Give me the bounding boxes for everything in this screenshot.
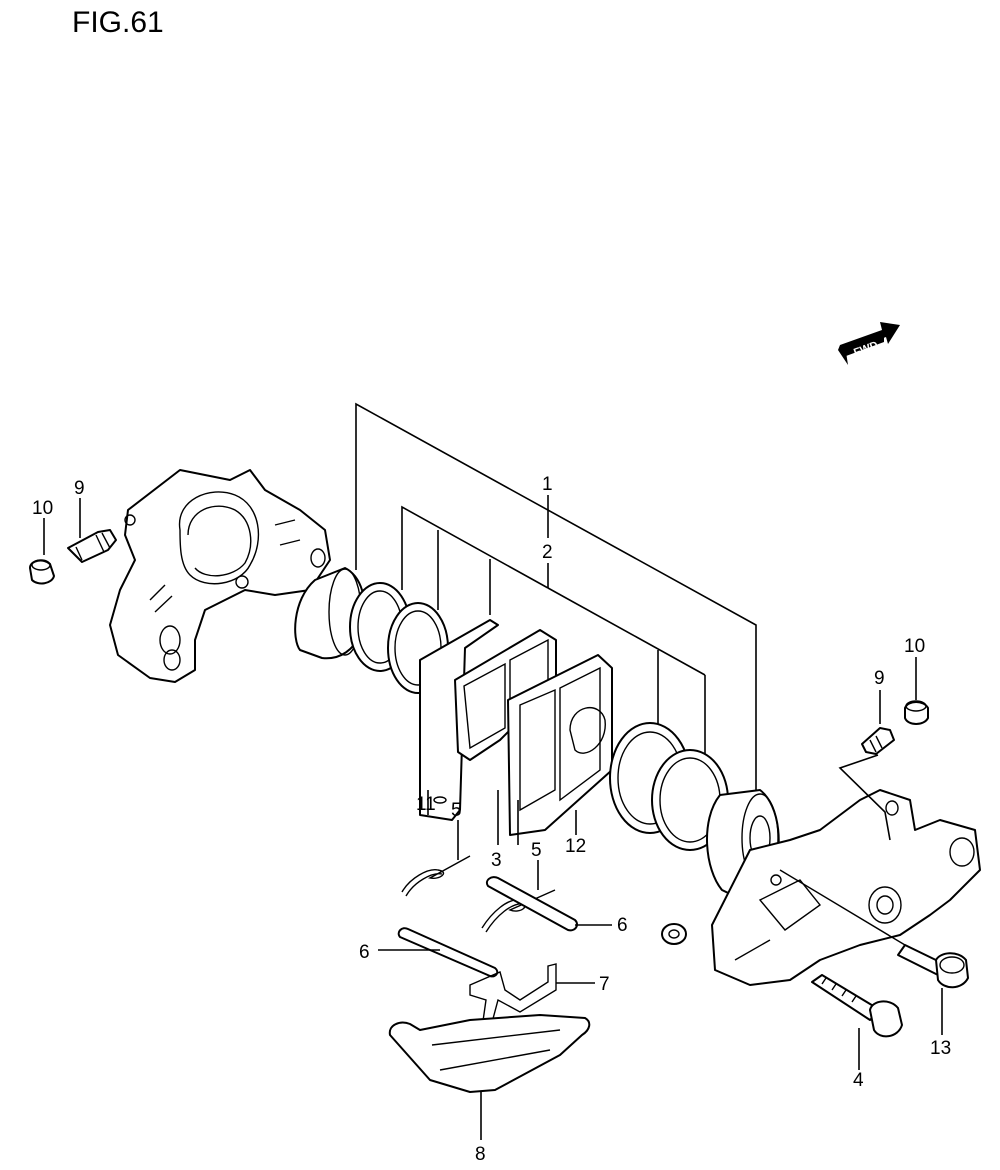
right-caliper-body bbox=[711, 789, 981, 986]
pad-clip-left bbox=[401, 855, 471, 897]
fwd-arrow-icon: FWD bbox=[838, 322, 900, 365]
slide-pin-bolt-4 bbox=[811, 974, 903, 1038]
pad-pin-left bbox=[397, 927, 499, 978]
callout-6-left: 6 bbox=[359, 942, 370, 963]
callout-10-right: 10 bbox=[904, 636, 925, 657]
callout-6-right: 6 bbox=[617, 915, 628, 936]
callout-10-left: 10 bbox=[32, 498, 53, 519]
left-bleeder-valve bbox=[67, 529, 117, 563]
pad-spring-7 bbox=[469, 963, 557, 1031]
pad-pin-right bbox=[486, 876, 578, 932]
washer bbox=[661, 923, 687, 945]
callout-3: 3 bbox=[491, 850, 502, 871]
pad-cover-8 bbox=[388, 1014, 591, 1093]
callout-labels: 1 2 3 4 5 5 6 6 7 8 9 9 10 10 11 12 13 bbox=[32, 474, 951, 1165]
callout-8: 8 bbox=[475, 1144, 486, 1165]
callout-12: 12 bbox=[565, 836, 586, 857]
callout-5-right: 5 bbox=[531, 840, 542, 861]
callout-9-right: 9 bbox=[874, 668, 885, 689]
callout-1: 1 bbox=[542, 474, 553, 495]
left-caliper-body bbox=[109, 469, 331, 683]
callout-5-left: 5 bbox=[451, 800, 462, 821]
callout-9-left: 9 bbox=[74, 478, 85, 499]
callout-2: 2 bbox=[542, 542, 553, 563]
right-bleeder-valve bbox=[861, 727, 895, 755]
mounting-bolt-13 bbox=[897, 944, 969, 989]
assembly-bracket-lines bbox=[355, 402, 757, 790]
callout-7: 7 bbox=[599, 974, 610, 995]
callout-4: 4 bbox=[853, 1070, 864, 1091]
callout-13: 13 bbox=[930, 1038, 951, 1059]
left-bleeder-cap bbox=[29, 559, 55, 585]
leader-lines bbox=[43, 498, 943, 1140]
callout-11: 11 bbox=[416, 794, 436, 815]
figure-title: FIG.61 bbox=[72, 6, 164, 39]
right-bleeder-cap bbox=[904, 700, 929, 725]
